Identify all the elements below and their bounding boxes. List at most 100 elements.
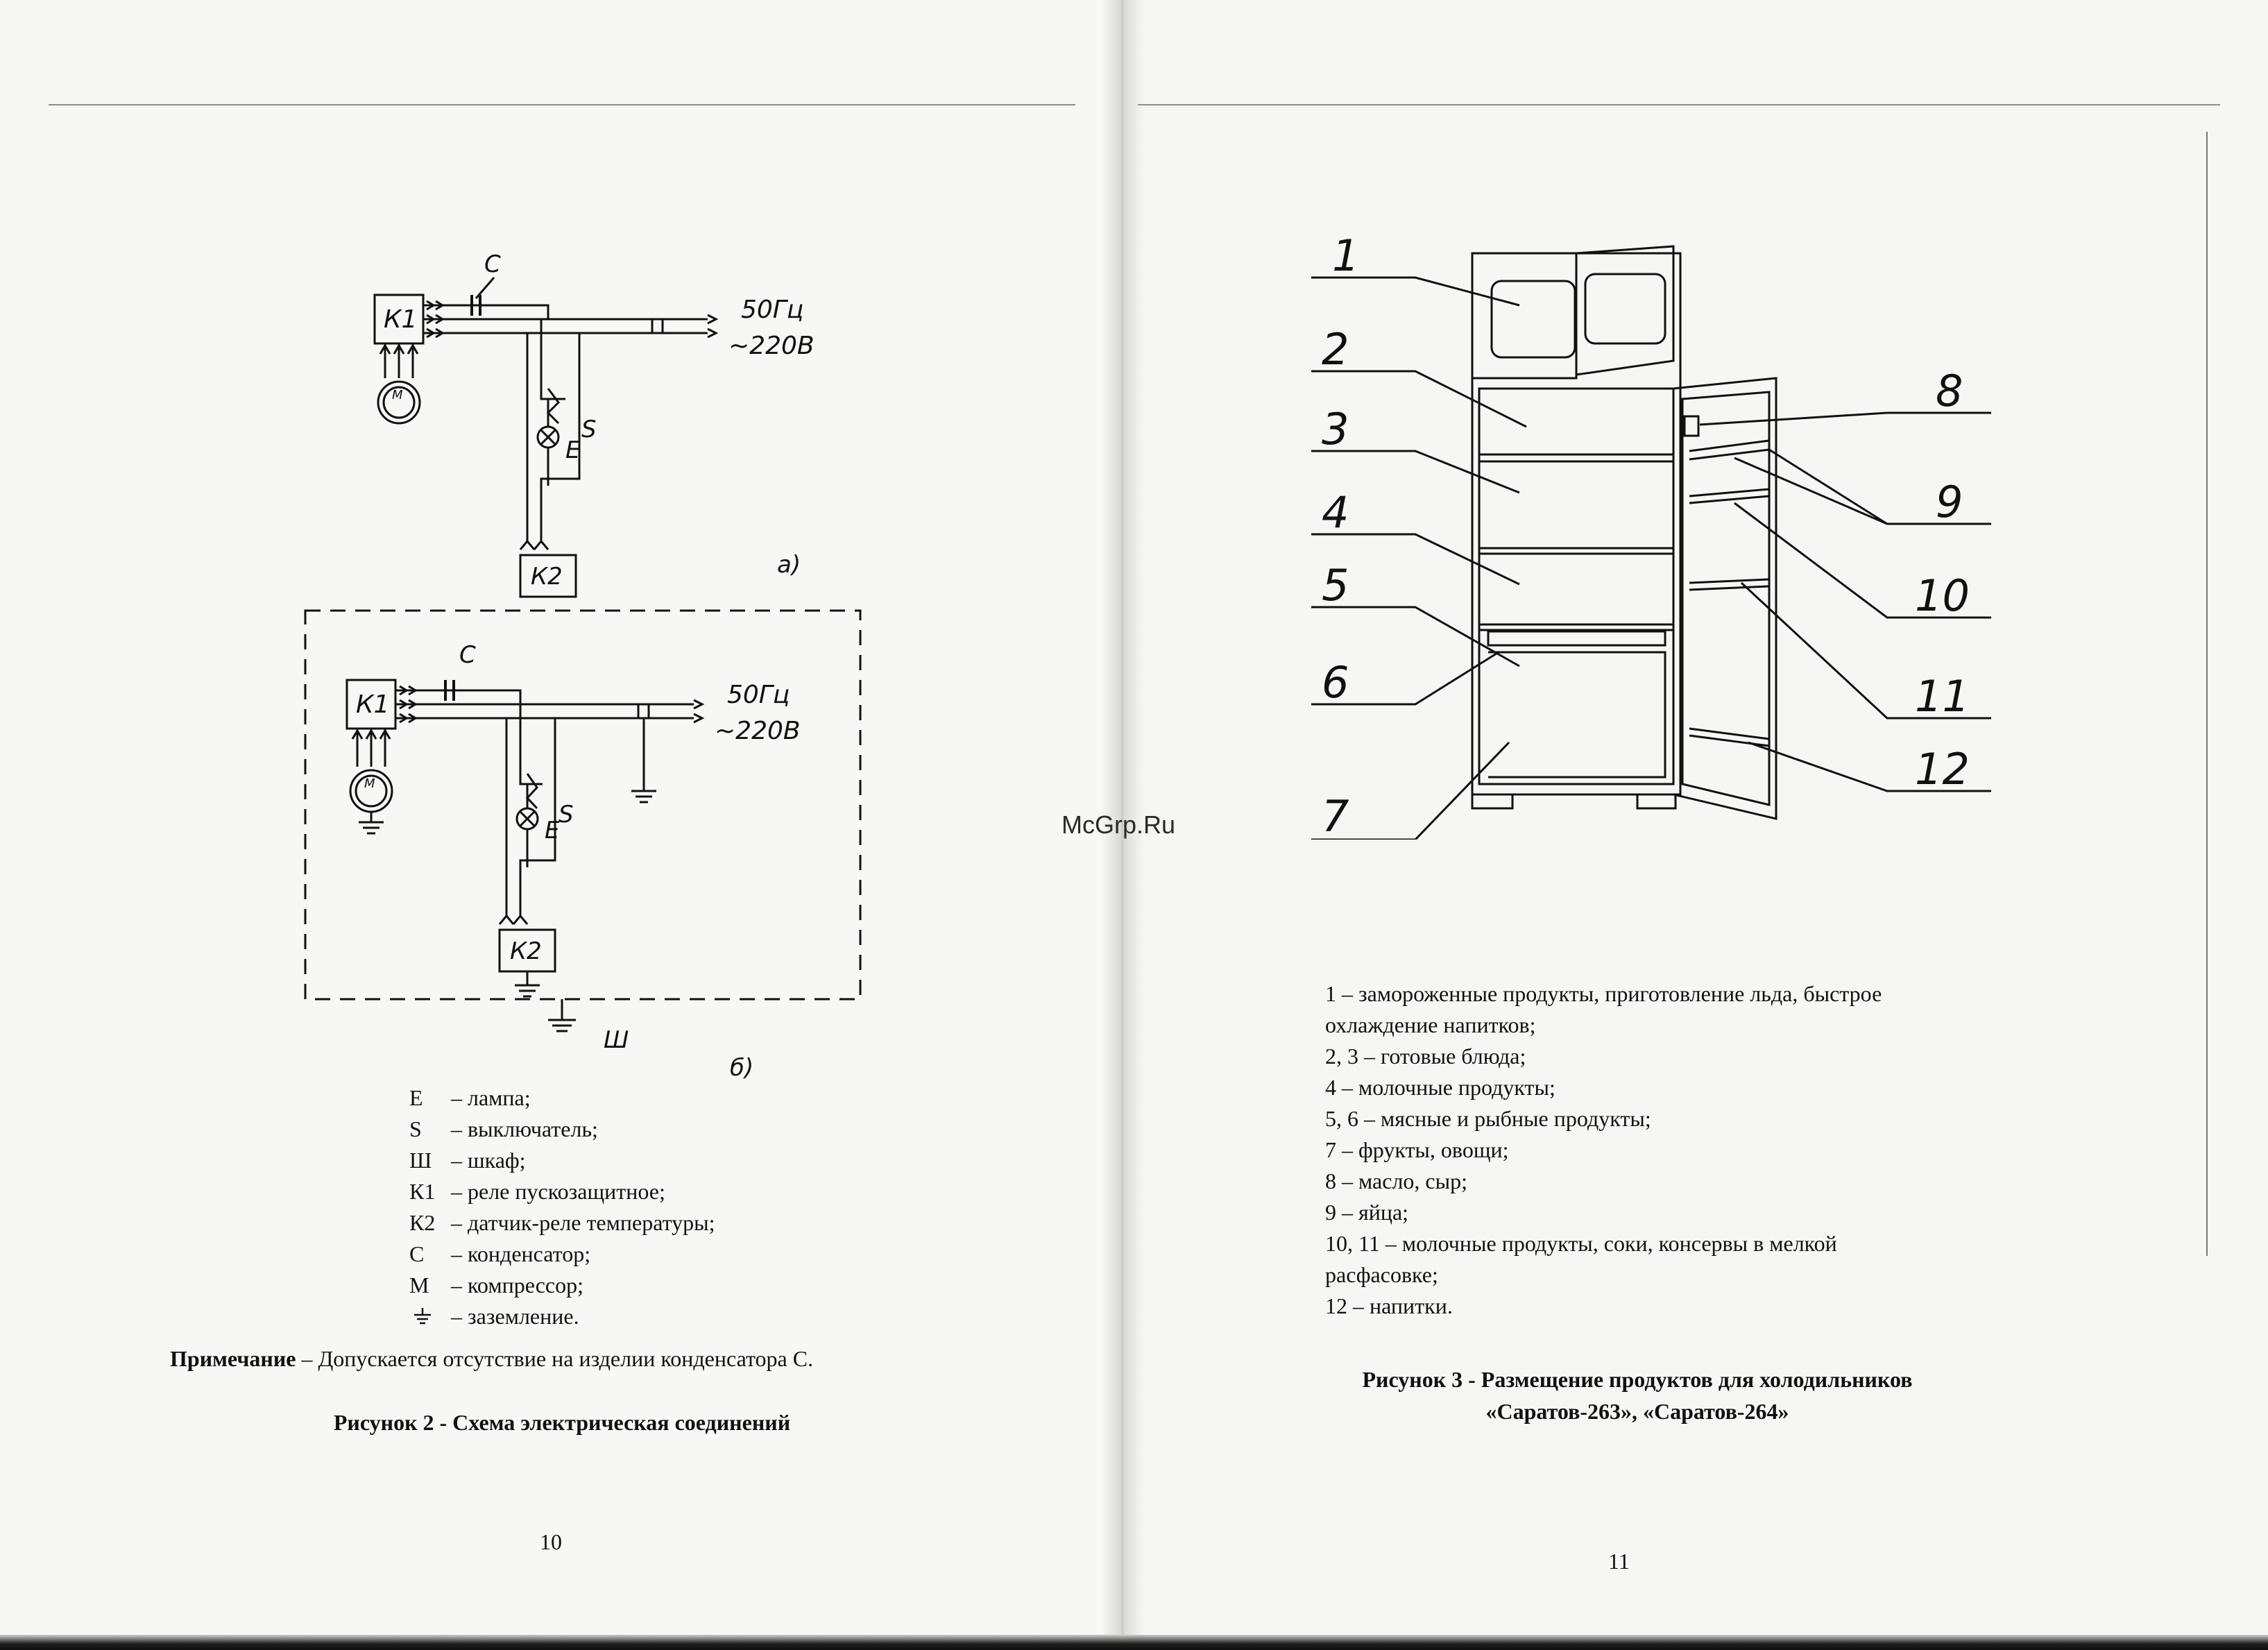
- wiring-diagrams: К1 С 50Гц ~220В S E К2 М а): [304, 250, 862, 1082]
- freezer-compartment: [1471, 252, 1578, 380]
- right-page-top-edge: [1138, 104, 2220, 105]
- main-compartment: [1478, 387, 1675, 785]
- legend-row: К2 – датчик-реле температуры;: [409, 1207, 715, 1239]
- callout-lines: [1311, 276, 1991, 840]
- legend-text: – заземление.: [451, 1304, 579, 1329]
- note-text: – Допускается отсутствие на изделии конд…: [296, 1346, 814, 1371]
- cabinet-ground: [548, 999, 576, 1032]
- callout-numbers: 1 2 3 4 5 6 7 8 9 10 11 12: [1322, 230, 1970, 840]
- callout-11: 11: [1915, 671, 1970, 722]
- figure-3-caption-line-1: Рисунок 3 - Размещение продуктов для хол…: [1362, 1367, 1913, 1392]
- freezer-door: [1575, 245, 1675, 376]
- figure-3-caption-line-2: «Саратов-263», «Саратов-264»: [1485, 1399, 1789, 1424]
- k2-label-b: К2: [510, 937, 542, 965]
- cabinet-label: Ш: [604, 1026, 629, 1054]
- legend-text: – шкаф;: [451, 1148, 526, 1173]
- callout-8: 8: [1936, 366, 1963, 416]
- door-shelf-10: [1689, 488, 1770, 504]
- right-page: [1120, 0, 2268, 1650]
- cabinet-outline: [304, 609, 862, 1001]
- k2-label: К2: [531, 563, 563, 590]
- butter-compartment-8: [1683, 415, 1700, 437]
- callout-12: 12: [1915, 744, 1970, 794]
- product-list-line: 9 – яйца;: [1325, 1200, 1409, 1225]
- switch-s-symbol-b: [519, 760, 543, 810]
- scan-bottom-edge: [0, 1635, 2268, 1650]
- legend-symbol: S: [409, 1116, 422, 1141]
- figure-2-caption: Рисунок 2 - Схема электрическая соединен…: [333, 1410, 791, 1435]
- k1-arrow-heads: [426, 300, 445, 339]
- note-label: Примечание: [170, 1346, 296, 1371]
- legend-symbol: E: [409, 1085, 423, 1110]
- product-list-line: охлаждение напитков;: [1325, 1012, 1536, 1037]
- drawer-6: [1487, 630, 1666, 647]
- callout-6: 6: [1322, 657, 1349, 708]
- legend-row-ground: – заземление.: [409, 1301, 715, 1332]
- diagram-b: К1 С 50Гц ~220В S E К2 М Ш б): [304, 609, 862, 1082]
- capacitor-c-label-b: С: [459, 641, 476, 669]
- legend-symbol: Ш: [409, 1148, 432, 1173]
- shelf-4: [1479, 547, 1673, 555]
- legend-symbol: М: [409, 1273, 429, 1298]
- capacitor-c-label: С: [484, 250, 501, 278]
- frequency-label: 50Гц: [741, 296, 803, 324]
- freezer-door-panel: [1490, 280, 1576, 359]
- k1-label: К1: [384, 305, 417, 334]
- legend: E – лампа; S – выключатель; Ш – шкаф; К1 – реле…: [409, 1082, 715, 1332]
- page-number-right: 11: [1608, 1549, 1630, 1574]
- product-list-line: 7 – фрукты, овощи;: [1325, 1137, 1509, 1162]
- switch-s-symbol: [540, 375, 565, 425]
- compressor-m-symbol: [377, 380, 421, 425]
- lamp-e-label: E: [565, 436, 581, 464]
- product-list-line: 5, 6 – мясные и рыбные продукты;: [1325, 1106, 1651, 1131]
- legend-row: С – конденсатор;: [409, 1239, 715, 1270]
- main-door: [1673, 377, 1777, 820]
- refrigerator-drawing: 1 2 3 4 5 6 7 8 9 10 11 12: [1311, 230, 1991, 840]
- legend-symbol: С: [409, 1241, 425, 1266]
- legend-row: Ш – шкаф;: [409, 1145, 715, 1176]
- legend-text: – компрессор;: [451, 1273, 583, 1298]
- legend-row: E – лампа;: [409, 1082, 715, 1114]
- voltage-label-b: ~220В: [715, 717, 801, 745]
- legend-text: – выключатель;: [451, 1116, 598, 1141]
- bottle-shelf-12: [1689, 727, 1770, 747]
- figure-3-caption: Рисунок 3 - Размещение продуктов для хол…: [1249, 1363, 2026, 1427]
- door-shelf-11: [1689, 578, 1770, 591]
- crisper-7: [1488, 651, 1666, 779]
- callout-5: 5: [1322, 560, 1349, 611]
- left-page-top-edge: [49, 104, 1075, 105]
- product-list-line: 1 – замороженные продукты, приготовление…: [1325, 981, 1882, 1006]
- legend-row: К1 – реле пускозащитное;: [409, 1176, 715, 1207]
- product-list: 1 – замороженные продукты, приготовление…: [1325, 978, 1882, 1322]
- callout-2: 2: [1322, 324, 1349, 375]
- right-page-side-edge: [2206, 132, 2208, 1256]
- diagram-a-label: а): [777, 551, 801, 579]
- callout-10: 10: [1915, 570, 1970, 621]
- product-list-line: 2, 3 – готовые блюда;: [1325, 1044, 1526, 1069]
- product-list-line: расфасовке;: [1325, 1262, 1438, 1287]
- product-list-line: 12 – напитки.: [1325, 1293, 1453, 1318]
- legend-symbol: К1: [409, 1179, 436, 1204]
- callout-7: 7: [1322, 791, 1349, 840]
- compressor-m-label: М: [392, 388, 403, 402]
- frequency-label-b: 50Гц: [727, 681, 790, 709]
- ground-symbol-b: [631, 718, 656, 803]
- product-list-line: 8 – масло, сыр;: [1325, 1168, 1467, 1193]
- note: Примечание – Допускается отсутствие на и…: [170, 1346, 813, 1372]
- k2-sensor-box: [519, 554, 577, 598]
- legend-row: S – выключатель;: [409, 1114, 715, 1145]
- legend-text: – реле пускозащитное;: [451, 1179, 665, 1204]
- left-page: [0, 0, 1120, 1650]
- voltage-label: ~220В: [728, 332, 815, 360]
- k1-output-lines: [423, 304, 708, 334]
- legend-text: – датчик-реле температуры;: [451, 1210, 715, 1235]
- compressor-m-label-b: М: [364, 776, 375, 791]
- book-gutter: [1102, 0, 1143, 1650]
- callout-3: 3: [1322, 404, 1349, 454]
- ground-icon: [409, 1301, 451, 1332]
- switch-s-label: S: [581, 416, 597, 443]
- legend-text: – лампа;: [451, 1085, 531, 1110]
- diagram-a: К1 С 50Гц ~220В S E К2 М а): [373, 250, 815, 598]
- legend-text: – конденсатор;: [451, 1241, 591, 1266]
- legend-symbol: К2: [409, 1210, 436, 1235]
